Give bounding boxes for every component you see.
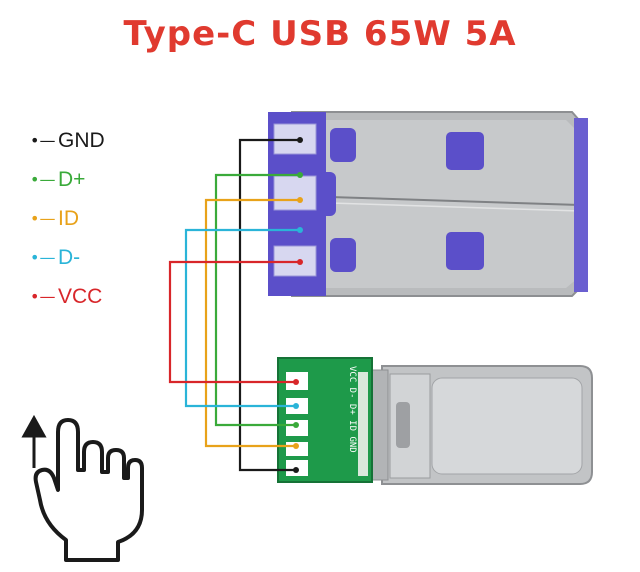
dash-bullet-icon: •— [30,287,56,307]
legend-item-gnd: •—GND [30,128,105,154]
usb-a-connector-icon [268,111,588,297]
legend-item-dplus: •—D+ [30,167,85,193]
legend-label: D+ [58,168,86,191]
legend-label: VCC [58,285,103,308]
dash-bullet-icon: •— [30,131,56,151]
usb-c-connector-icon [365,365,593,485]
legend-label: GND [58,129,105,152]
legend-item-id: •—ID [30,206,79,232]
pcb-silkscreen-label: VCC D- D+ ID GND [347,366,357,453]
page-title: Type-C USB 65W 5A [123,14,517,54]
wires [168,137,303,473]
hand-pointer-icon [33,418,144,562]
legend-item-dminus: •—D- [30,245,80,271]
dash-bullet-icon: •— [30,209,56,229]
dash-bullet-icon: •— [30,248,56,268]
arrow-up-icon [21,414,47,468]
legend-label: ID [58,207,79,230]
dash-bullet-icon: •— [30,170,56,190]
legend-item-vcc: •—VCC [30,284,102,310]
legend-label: D- [58,246,81,269]
